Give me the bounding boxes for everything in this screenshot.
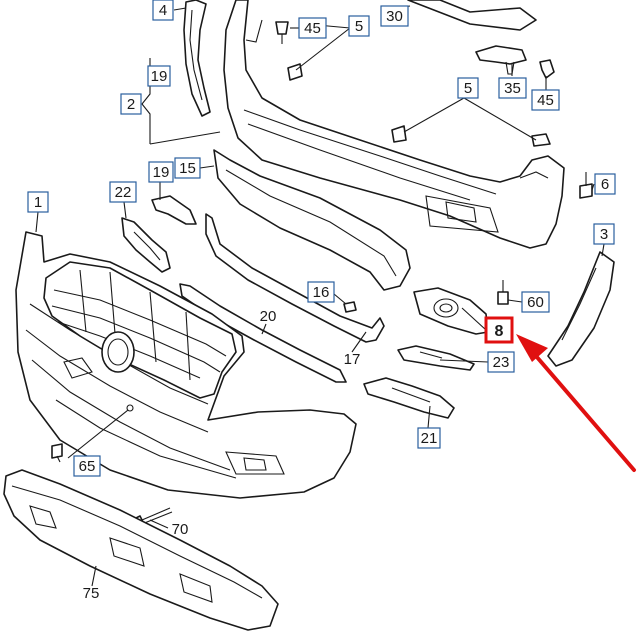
label-5-top: 5 [348, 15, 370, 37]
label-17: 17 [344, 351, 361, 368]
part-19-bracket [151, 195, 197, 225]
svg-text:1: 1 [34, 194, 42, 211]
svg-text:21: 21 [421, 430, 438, 447]
part-17-lower-strip [205, 213, 385, 343]
svg-text:19: 19 [153, 164, 170, 181]
svg-text:17: 17 [344, 351, 361, 368]
svg-text:23: 23 [493, 354, 510, 371]
part-75-skid-plate [3, 469, 279, 631]
label-45-top: 45 [298, 17, 327, 39]
label-30: 30 [380, 5, 409, 27]
svg-text:45: 45 [537, 92, 554, 109]
leader-lines [35, 5, 605, 587]
label-35: 35 [498, 77, 527, 99]
label-45-right: 45 [531, 89, 560, 111]
label-65: 65 [73, 455, 101, 477]
label-16: 16 [307, 281, 335, 303]
label-23: 23 [487, 351, 515, 373]
screw-60 [497, 280, 509, 305]
label-20: 20 [260, 308, 277, 325]
svg-text:5: 5 [464, 80, 472, 97]
part-16-clip [343, 301, 357, 313]
screw-45-top [275, 21, 289, 44]
svg-text:2: 2 [127, 96, 135, 113]
part-3-side-trim [547, 251, 615, 367]
svg-text:4: 4 [159, 2, 167, 19]
screw-6 [579, 172, 593, 199]
label-19-top: 19 [147, 65, 171, 87]
upper-bumper-cover [223, 0, 565, 249]
part-23-bracket [397, 345, 475, 371]
label-5-mid: 5 [457, 77, 479, 99]
screw-65 [51, 443, 63, 463]
clip-5-mid-left [391, 125, 407, 143]
svg-text:22: 22 [115, 184, 132, 201]
label-1: 1 [27, 191, 49, 213]
part-21-bracket [363, 377, 455, 419]
svg-text:3: 3 [600, 226, 608, 243]
part-15-grille-strip [213, 149, 411, 291]
svg-text:15: 15 [179, 160, 196, 177]
label-3: 3 [593, 223, 615, 245]
svg-text:6: 6 [601, 176, 609, 193]
label-75: 75 [83, 585, 100, 602]
label-21: 21 [417, 427, 441, 449]
part-4-trim-strip [183, 0, 211, 117]
label-4: 4 [152, 0, 174, 21]
svg-text:16: 16 [313, 284, 330, 301]
svg-text:75: 75 [83, 585, 100, 602]
label-19-mid: 19 [148, 161, 174, 183]
svg-text:65: 65 [79, 458, 96, 475]
clip-5-mid-right [531, 133, 551, 147]
red-arrow-icon [516, 334, 636, 472]
svg-text:45: 45 [304, 20, 321, 37]
svg-text:35: 35 [504, 80, 521, 97]
svg-text:19: 19 [151, 68, 168, 85]
label-60: 60 [521, 291, 550, 313]
label-22: 22 [109, 181, 137, 203]
label-8-highlighted: 8 [484, 316, 514, 344]
bracket-35 [475, 45, 527, 75]
svg-text:30: 30 [386, 8, 403, 25]
svg-text:5: 5 [355, 18, 363, 35]
screw-45-right [539, 59, 555, 79]
svg-text:60: 60 [527, 294, 544, 311]
svg-text:70: 70 [172, 521, 189, 538]
label-6: 6 [594, 173, 616, 195]
label-2: 2 [120, 93, 142, 115]
part-22-side-bracket [121, 217, 171, 273]
label-15: 15 [174, 157, 201, 179]
part-8-fog-bezel [413, 287, 489, 335]
svg-text:8: 8 [495, 323, 504, 340]
label-70: 70 [172, 521, 189, 538]
svg-text:20: 20 [260, 308, 277, 325]
